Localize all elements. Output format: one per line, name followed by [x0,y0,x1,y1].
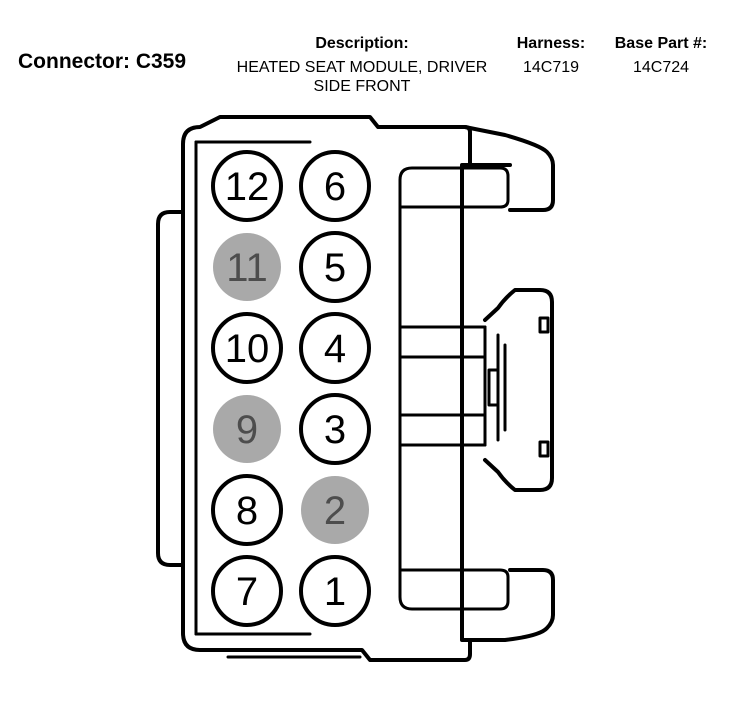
connector-title: Connector: C359 [18,50,187,73]
pin-cavity: 1 [299,555,371,627]
pin-cavity: 8 [211,474,283,546]
pin-cavity: 4 [299,312,371,384]
pin-cavity: 2 [301,476,369,544]
pin-circle [211,555,283,627]
empty-pin-circle [213,233,281,301]
pin-label: 4 [324,327,346,371]
pin-label: 3 [324,408,346,452]
pin-label: 9 [236,408,258,452]
pin-label: 5 [324,246,346,290]
description-heading: Description: [315,35,409,52]
pin-label: 12 [225,165,270,209]
pin-circle [299,555,371,627]
base-part-heading: Base Part #: [614,35,708,52]
pin-label: 1 [324,570,346,614]
pin-circle [299,393,371,465]
pin-cavity: 12 [211,150,283,222]
pin-label: 2 [324,489,346,533]
empty-pin-circle [213,395,281,463]
pin-circle [299,312,371,384]
pin-cavity: 9 [213,395,281,463]
pin-label: 8 [236,489,258,533]
pin-circle [211,312,283,384]
pin-label: 7 [236,570,258,614]
pin-circle [211,474,283,546]
pin-cavity: 10 [211,312,283,384]
pin-grid: 12 6 11 5 10 4 9 3 8 2 7 1 [211,150,371,627]
pin-circle [299,150,371,222]
pin-cavity: 3 [299,393,371,465]
pin-cavity: 7 [211,555,283,627]
description-value: HEATED SEAT MODULE, DRIVER SIDE FRONT [236,59,488,95]
pin-label: 6 [324,165,346,209]
pin-label: 10 [225,327,270,371]
harness-heading: Harness: [516,35,586,52]
base-part-value: 14C724 [632,59,690,76]
empty-pin-circle [301,476,369,544]
harness-value: 14C719 [522,59,580,76]
pin-label: 11 [226,246,268,290]
pin-cavity: 11 [213,233,281,301]
pin-circle [211,150,283,222]
pin-cavity: 5 [299,231,371,303]
pin-circle [299,231,371,303]
pin-cavity: 6 [299,150,371,222]
connector-housing [156,115,555,662]
